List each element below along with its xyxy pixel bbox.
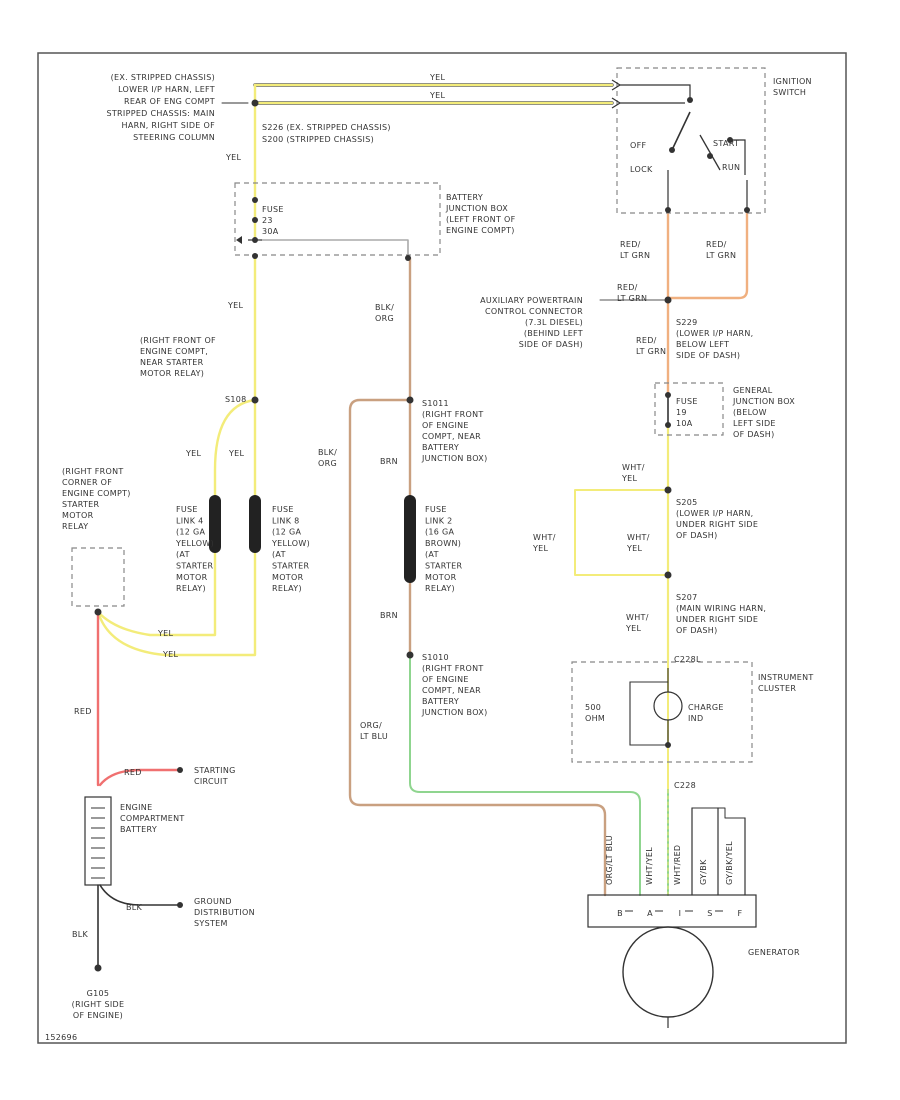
label-brn2: BRN bbox=[380, 611, 398, 620]
label-gen-pin: B bbox=[617, 909, 623, 918]
general-junction-box bbox=[654, 382, 724, 436]
label-blk-v: BLK bbox=[72, 930, 89, 939]
wire-yel-fl4-out bbox=[96, 548, 217, 637]
label-red-lt-grn-a: RED/LT GRN bbox=[620, 240, 650, 260]
label-yel-left-top: YEL bbox=[225, 153, 242, 162]
splice-s229 bbox=[664, 296, 672, 304]
label-wht-yel-b: WHT/YEL bbox=[532, 533, 556, 553]
label-gen-wire: WHT/YEL bbox=[645, 847, 654, 885]
wire-layer bbox=[96, 83, 749, 969]
label-ign-off: OFF bbox=[630, 141, 646, 150]
label-generator: GENERATOR bbox=[748, 948, 800, 957]
engine-compartment-battery bbox=[84, 796, 112, 886]
splice-s205 bbox=[664, 486, 672, 494]
wire-jb-internal bbox=[261, 239, 409, 259]
label-yel-bot1: YEL bbox=[157, 629, 174, 638]
splice-s108 bbox=[251, 396, 259, 404]
label-c228: C228 bbox=[674, 781, 696, 790]
label-gen-wire: GY/BK/YEL bbox=[725, 841, 734, 885]
splice-s1011 bbox=[406, 396, 414, 404]
wire-red-starting bbox=[98, 768, 182, 787]
label-ign-lock: LOCK bbox=[630, 165, 653, 174]
label-gen-pin: S bbox=[707, 909, 712, 918]
label-wht-yel-c: WHT/YEL bbox=[626, 533, 650, 553]
label-brn1: BRN bbox=[380, 457, 398, 466]
starter-relay bbox=[71, 547, 125, 607]
label-gen-wire: ORG/LT BLU bbox=[605, 835, 614, 885]
label-org-lt-blu: ORG/LT BLU bbox=[360, 721, 388, 741]
wire-blk-org-loop bbox=[348, 398, 607, 897]
label-red-lt-grn-c: RED/LT GRN bbox=[617, 283, 647, 303]
label-blk-org: BLK/ORG bbox=[375, 303, 394, 323]
ignition-switch bbox=[611, 67, 766, 214]
label-wht-yel-d: WHT/YEL bbox=[625, 613, 649, 633]
label-fig-id: 152696 bbox=[45, 1033, 77, 1042]
label-gen-pin: I bbox=[679, 909, 682, 918]
generator bbox=[587, 894, 757, 1028]
label-yel-fl2: YEL bbox=[228, 449, 245, 458]
label-gen-wire: WHT/RED bbox=[673, 845, 682, 885]
label-blk-org2: BLK/ORG bbox=[318, 448, 337, 468]
diagram-frame bbox=[37, 52, 847, 1044]
label-yel-bot2: YEL bbox=[162, 650, 179, 659]
label-s226: S226 (EX. STRIPPED CHASSIS)S200 (STRIPPE… bbox=[262, 123, 391, 144]
label-yel-top2: YEL bbox=[429, 91, 446, 100]
wire-blk-gds bbox=[99, 884, 181, 906]
label-gen-pin: F bbox=[738, 909, 743, 918]
splice-s207 bbox=[664, 571, 672, 579]
splice-s1010 bbox=[406, 651, 414, 659]
label-red-v: RED bbox=[74, 707, 92, 716]
fuse-link-4 bbox=[209, 495, 221, 553]
fuse-link-2 bbox=[404, 495, 416, 583]
label-c228l: C228L bbox=[674, 655, 701, 664]
label-gen-pin: A bbox=[647, 909, 653, 918]
instrument-cluster bbox=[571, 661, 753, 763]
wire-yel-to-fl4 bbox=[213, 398, 257, 502]
label-s108: S108 bbox=[225, 395, 247, 404]
label-ign-start: START bbox=[713, 139, 739, 148]
wire-org-ltblu bbox=[409, 654, 641, 896]
label-red-h: RED bbox=[124, 768, 142, 777]
wire-wht-yel-loop bbox=[574, 489, 669, 576]
label-blk-h: BLK bbox=[126, 903, 143, 912]
label-gen-wire: GY/BK bbox=[699, 859, 708, 885]
label-ign-run: RUN bbox=[722, 163, 740, 172]
label-wht-yel-a: WHT/YEL bbox=[621, 463, 645, 483]
wire-yel-fl8-out bbox=[96, 548, 257, 657]
label-ex-stripped: (EX. STRIPPED CHASSIS)LOWER I/P HARN, LE… bbox=[106, 73, 215, 142]
label-yel-mid: YEL bbox=[227, 301, 244, 310]
label-red-lt-grn-d: RED/LT GRN bbox=[636, 336, 666, 356]
label-yel-top1: YEL bbox=[429, 73, 446, 82]
wire-red-ltgrn-2 bbox=[666, 208, 749, 300]
fuse-link-8 bbox=[249, 495, 261, 553]
label-red-lt-grn-b: RED/LT GRN bbox=[706, 240, 736, 260]
splice-s226 bbox=[251, 99, 259, 107]
label-yel-fl1: YEL bbox=[185, 449, 202, 458]
